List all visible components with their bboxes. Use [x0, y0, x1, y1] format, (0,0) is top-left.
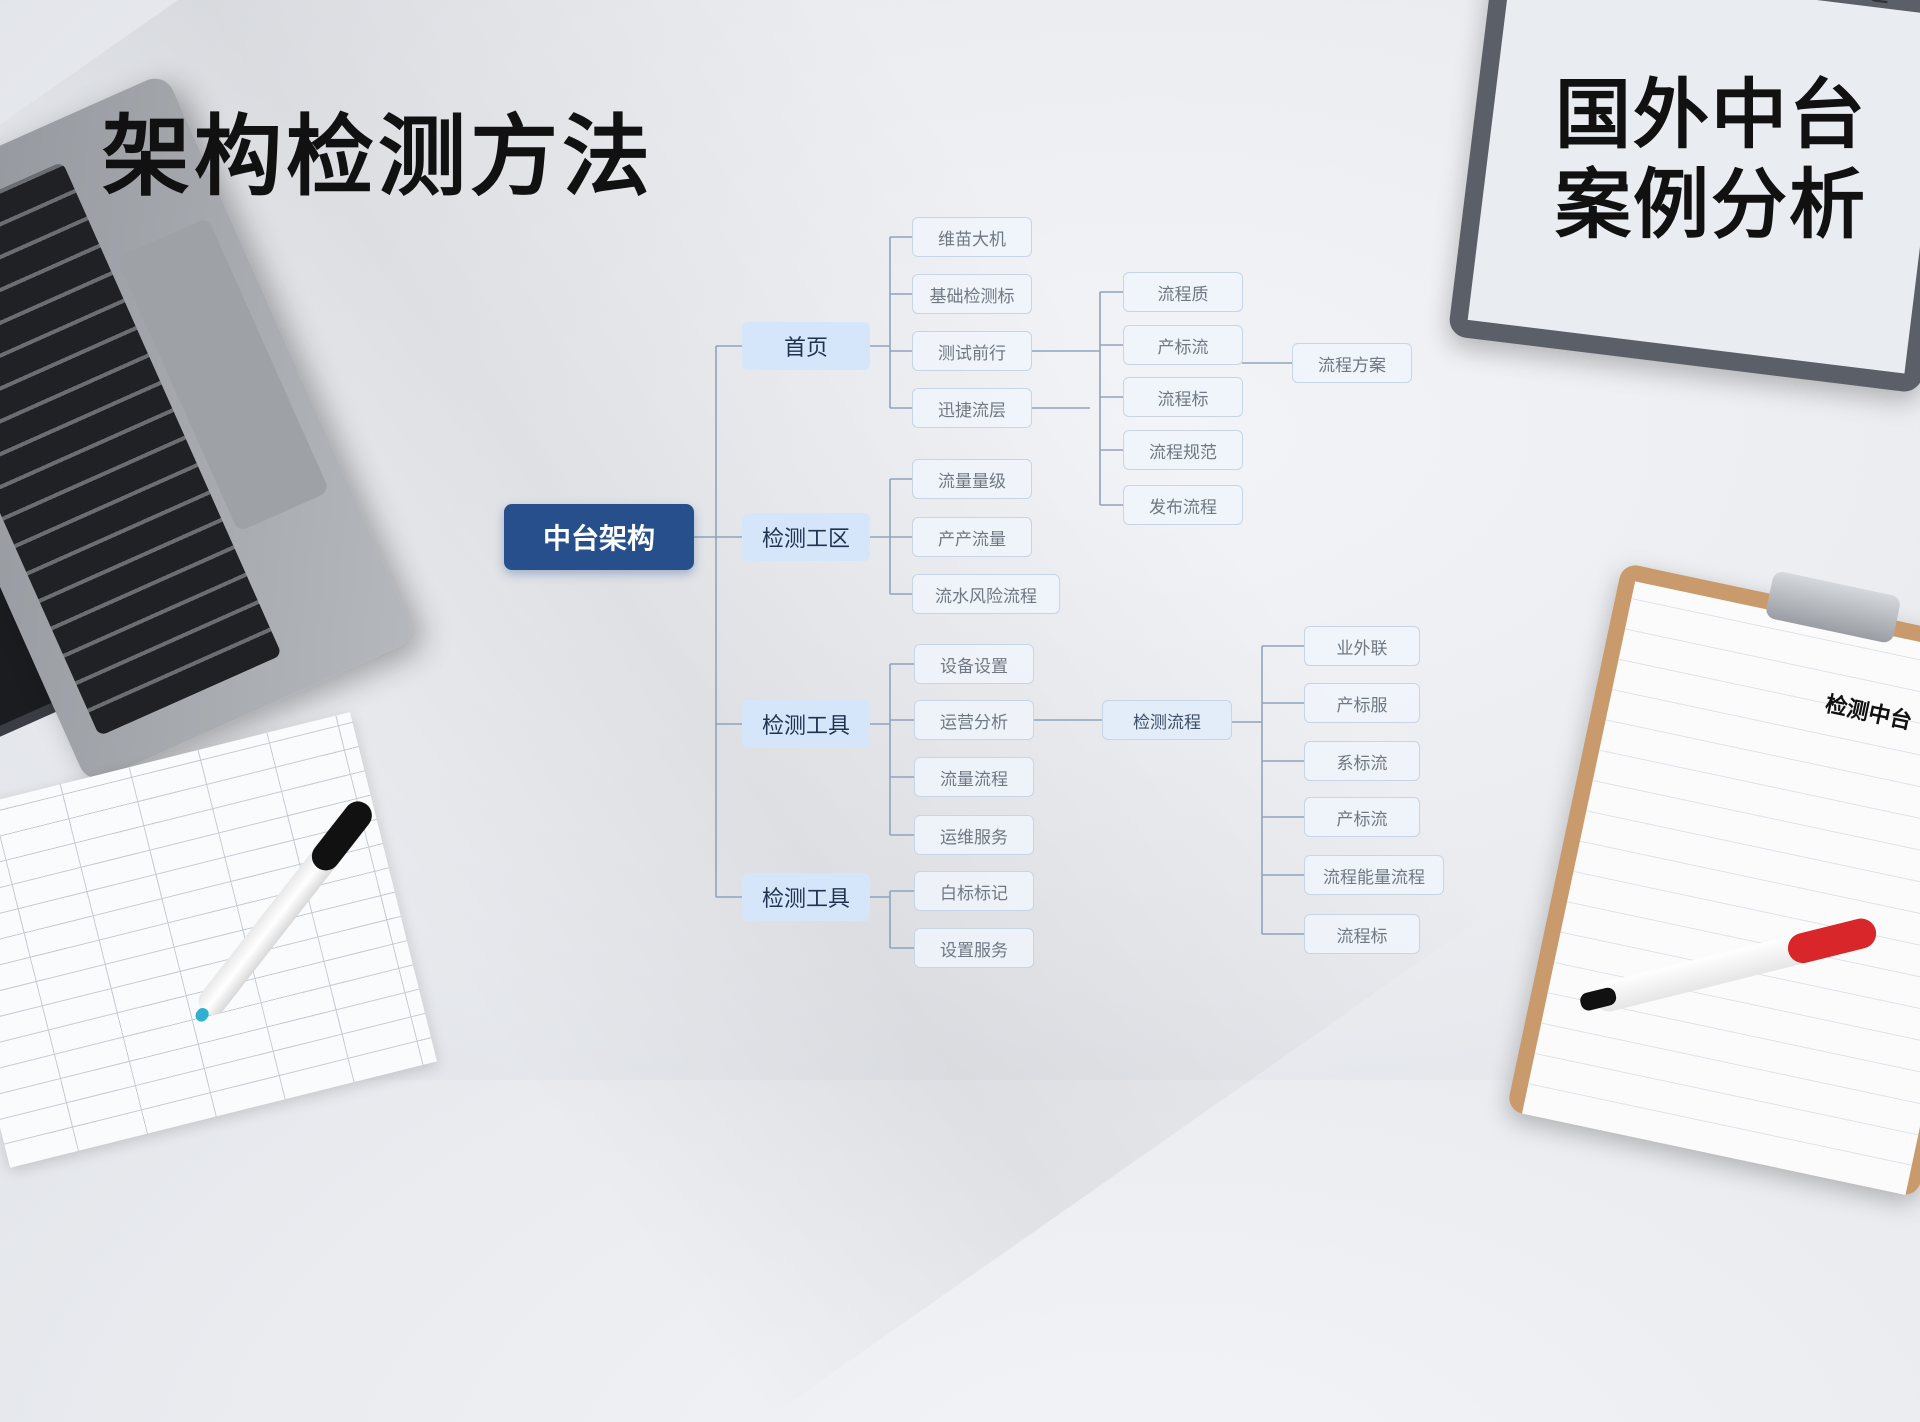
sub-leaf-node[interactable]: 流程质 — [1123, 272, 1243, 312]
leaf-node[interactable]: 测试前行 — [912, 331, 1032, 371]
connector-b3 — [868, 663, 914, 836]
leaf-node[interactable]: 白标标记 — [914, 871, 1034, 911]
sub-leaf-node[interactable]: 产标流 — [1304, 797, 1420, 837]
branch-detect-tools-1[interactable]: 检测工具 — [742, 700, 870, 748]
sub-leaf-node[interactable]: 流程能量流程 — [1304, 855, 1444, 895]
connector-b4 — [868, 890, 914, 949]
sub-leaf-node[interactable]: 业外联 — [1304, 626, 1420, 666]
branch-detect-tools-2[interactable]: 检测工具 — [742, 873, 870, 921]
connector-sub-a — [1099, 291, 1123, 506]
leaf-node[interactable]: 流水风险流程 — [912, 574, 1060, 614]
sub-leaf-node[interactable]: 流程规范 — [1123, 430, 1243, 470]
sub-leaf-node[interactable]: 流程标 — [1304, 914, 1420, 954]
connector-b2 — [868, 478, 912, 595]
sub-leaf-node[interactable]: 产标流 — [1123, 325, 1243, 365]
sub-leaf-node[interactable]: 产标服 — [1304, 683, 1420, 723]
leaf-node[interactable]: 迅捷流层 — [912, 388, 1032, 428]
page-title: 架构检测方法 — [102, 105, 655, 208]
leaf-node[interactable]: 流量流程 — [914, 757, 1034, 797]
leaf-node[interactable]: 设置服务 — [914, 928, 1034, 968]
sub-leaf-node[interactable]: 流程标 — [1123, 377, 1243, 417]
connector-branches — [716, 345, 742, 898]
connector-sub-a-in — [1032, 350, 1100, 409]
branch-detect-area[interactable]: 检测工区 — [742, 513, 870, 561]
notebook-title-line1: 国外中台 — [1555, 70, 1867, 159]
root-node[interactable]: 中台架构 — [504, 504, 694, 570]
connector-b1 — [868, 236, 912, 409]
mindmap-connectors — [694, 236, 1304, 949]
leaf-node[interactable]: 基础检测标 — [912, 274, 1032, 314]
leaf-node[interactable]: 运营分析 — [914, 700, 1034, 740]
connector-sub-b — [1232, 645, 1304, 935]
notebook-title-line2: 案例分析 — [1555, 160, 1867, 249]
sub-branch-node[interactable]: 检测流程 — [1102, 700, 1232, 740]
notebook-title: 国外中台 案例分析 — [1555, 70, 1867, 250]
leaf-node[interactable]: 流量量级 — [912, 459, 1032, 499]
sub-leaf-node[interactable]: 系标流 — [1304, 741, 1420, 781]
leaf-node[interactable]: 设备设置 — [914, 644, 1034, 684]
leaf-node[interactable]: 产产流量 — [912, 517, 1032, 557]
leaf-node[interactable]: 运维服务 — [914, 815, 1034, 855]
branch-home[interactable]: 首页 — [742, 322, 870, 370]
leaf-node[interactable]: 维苗大机 — [912, 217, 1032, 257]
sub-leaf-node[interactable]: 发布流程 — [1123, 485, 1243, 525]
sub-detail-node[interactable]: 流程方案 — [1292, 343, 1412, 383]
